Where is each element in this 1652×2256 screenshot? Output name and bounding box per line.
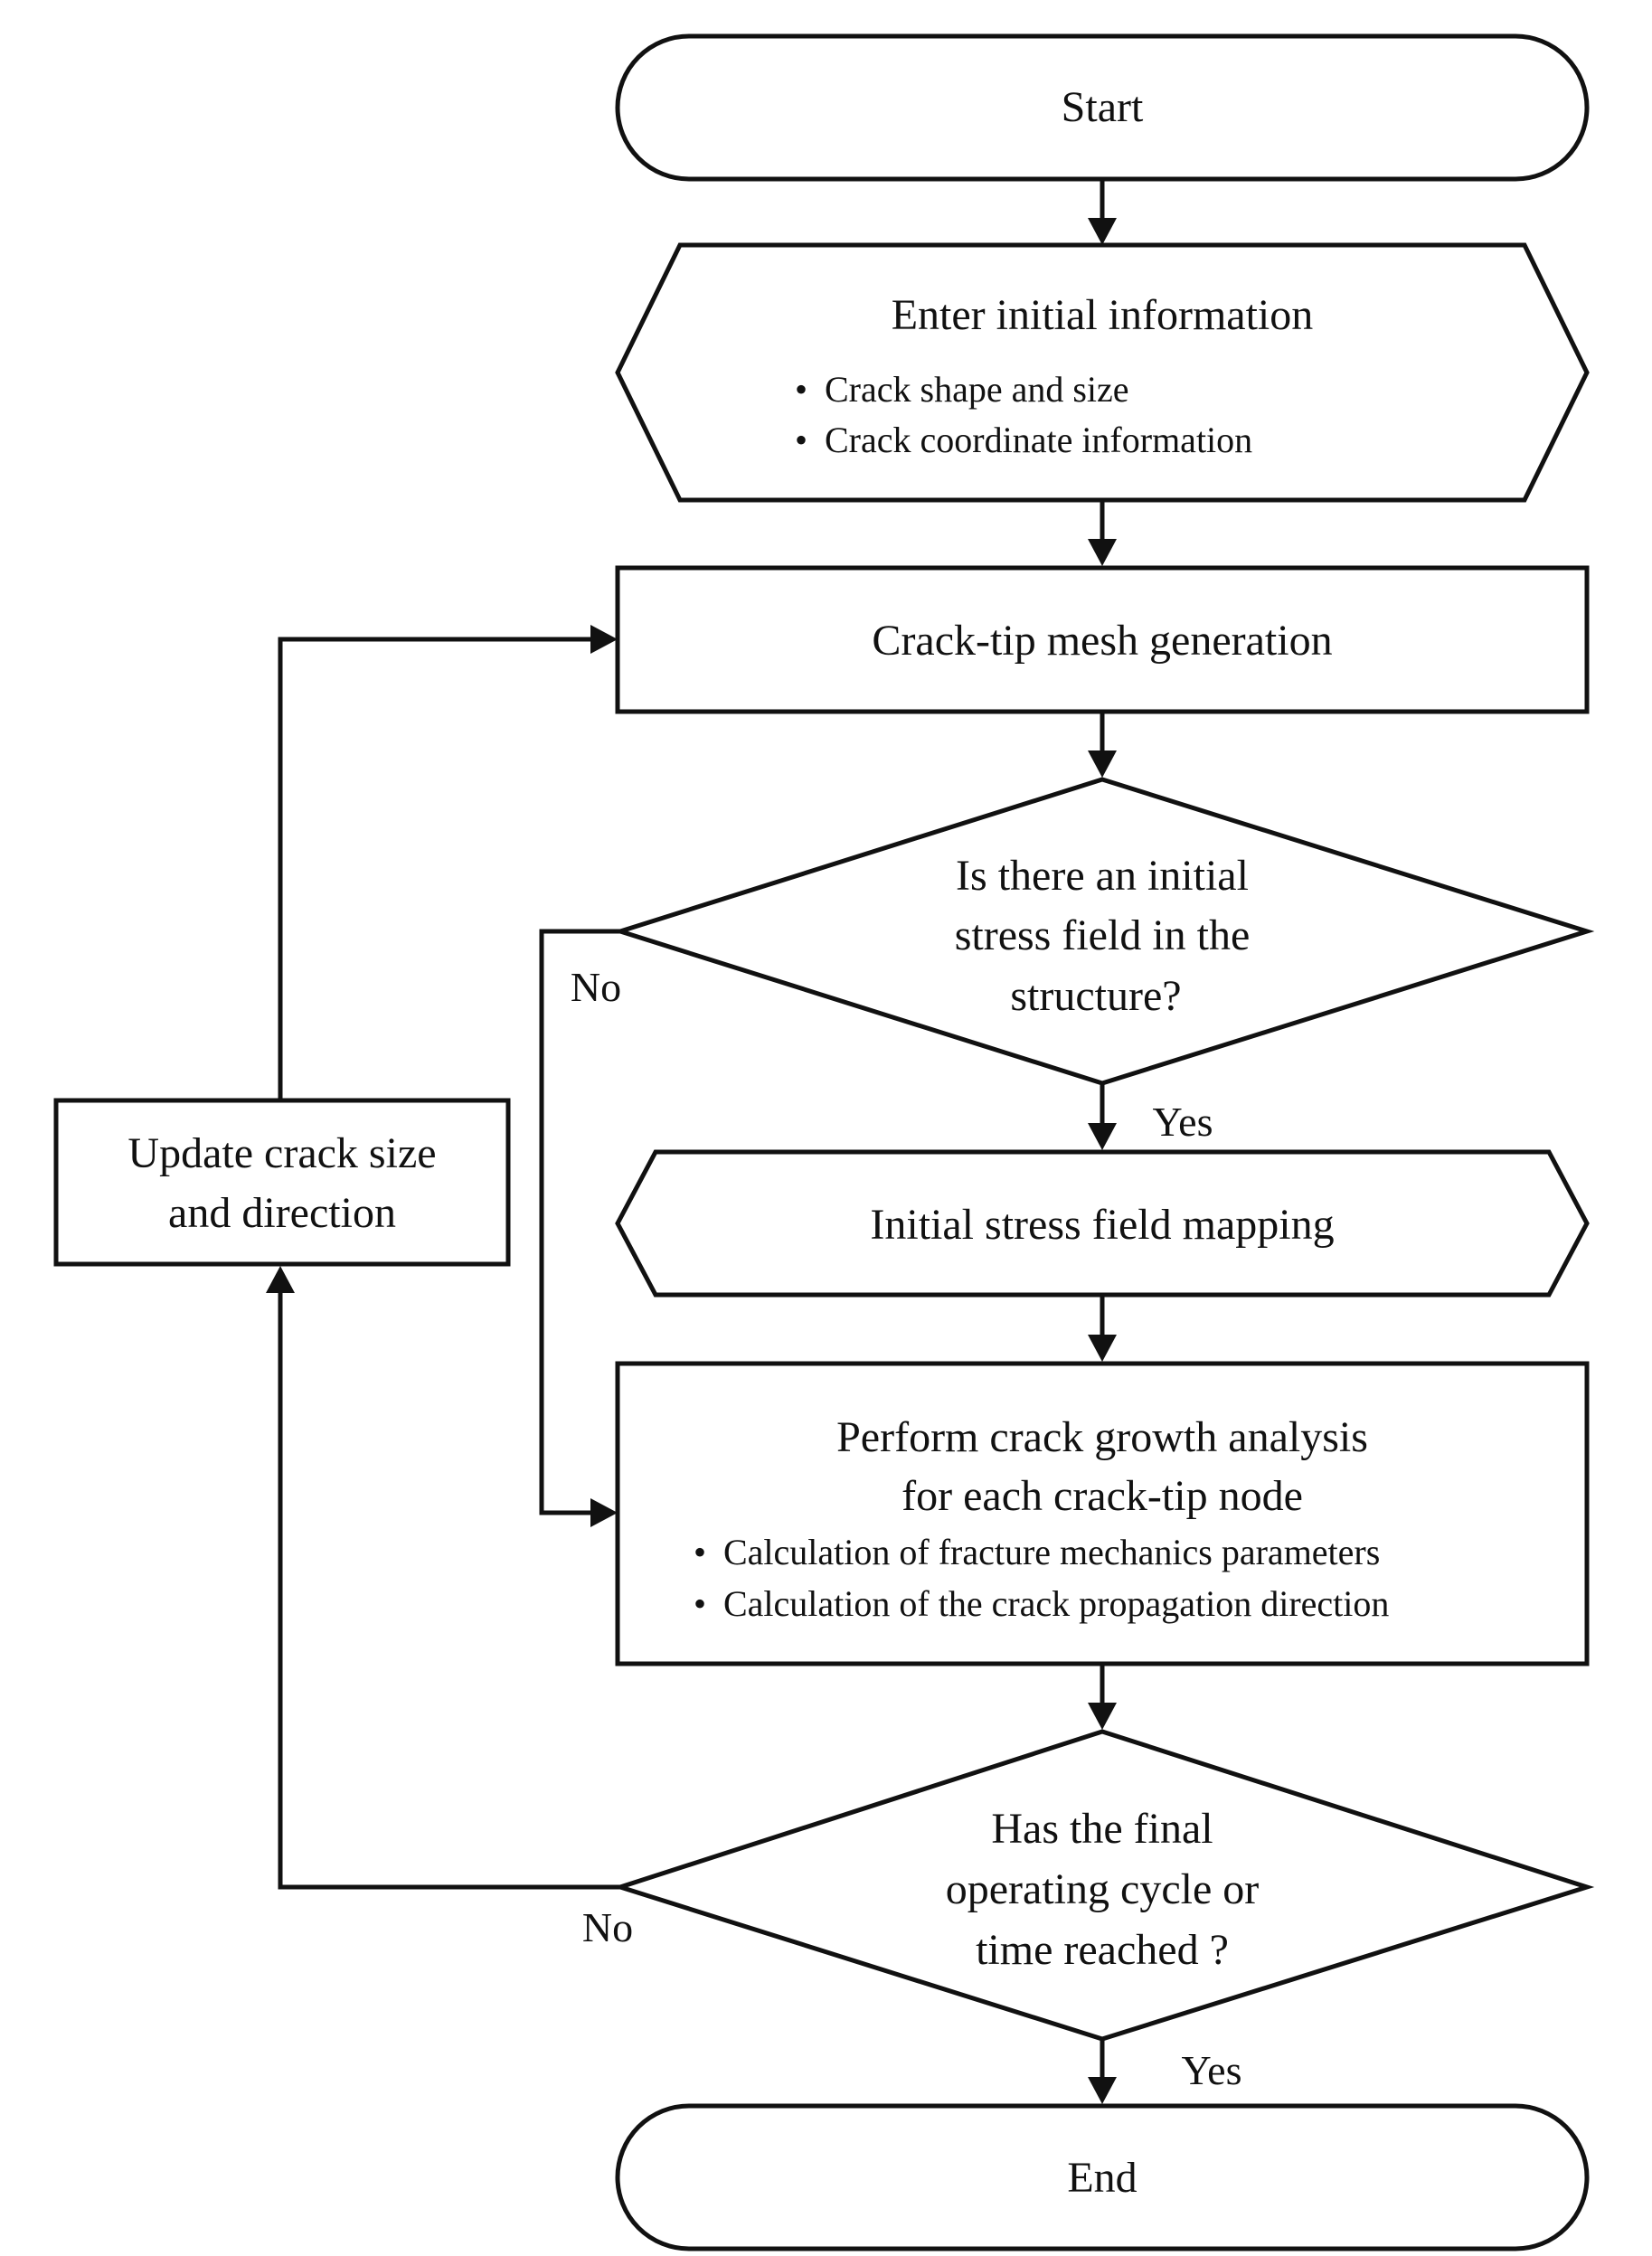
arrowhead-icon <box>1088 1335 1117 1362</box>
mesh-node: Crack-tip mesh generation <box>615 565 1590 714</box>
edge-label-stress-yes: Yes <box>1153 1099 1213 1145</box>
decision-final-line-3: time reached ? <box>976 1926 1229 1974</box>
arrowhead-icon <box>1088 1703 1117 1730</box>
mapping-label: Initial stress field mapping <box>870 1201 1334 1249</box>
analysis-process-shape <box>615 1361 1590 1666</box>
decision-final-line-2: operating cycle or <box>946 1865 1260 1913</box>
mapping-hexagon-shape <box>615 1149 1590 1298</box>
edge-label-stress-no: No <box>571 964 621 1010</box>
decision-final-diamond-shape <box>612 1729 1595 2042</box>
arrow-final-no-to-update <box>278 1291 620 1890</box>
start-label: Start <box>1062 83 1144 131</box>
end-label: End <box>1067 2154 1137 2202</box>
analysis-bullet-2: Calculation of the crack propagation dir… <box>723 1583 1389 1624</box>
enter-info-bullet-1: Crack shape and size <box>825 369 1129 410</box>
mesh-process-shape <box>615 565 1590 714</box>
arrow-decision-no-to-analysis <box>539 929 620 1515</box>
arrowhead-icon <box>1088 750 1117 778</box>
arrowhead-icon <box>1088 2077 1117 2104</box>
decision-final-line-1: Has the final <box>991 1805 1213 1853</box>
arrowhead-icon <box>1088 539 1117 566</box>
analysis-line-1: Perform crack growth analysis <box>836 1413 1368 1461</box>
arrow-update-to-mesh <box>278 637 592 1099</box>
analysis-bullet-1: Calculation of fracture mechanics parame… <box>723 1532 1380 1572</box>
decision-stress-node: Is there an initial stress field in the … <box>612 777 1595 1086</box>
mesh-label: Crack-tip mesh generation <box>872 617 1332 665</box>
mapping-node: Initial stress field mapping <box>615 1149 1590 1298</box>
decision-stress-line-3: structure? <box>1010 972 1181 1020</box>
analysis-line-2: for each crack-tip node <box>902 1472 1303 1520</box>
arrowhead-icon <box>266 1266 295 1293</box>
enter-info-hexagon-shape <box>615 242 1590 503</box>
arrowhead-icon <box>590 1498 618 1527</box>
bullet-glyph: • <box>795 369 807 410</box>
arrowhead-icon <box>1088 1123 1117 1150</box>
start-terminator-shape <box>615 33 1590 182</box>
bullet-glyph: • <box>795 420 807 460</box>
update-process-shape <box>53 1098 511 1267</box>
end-node: End <box>615 2103 1590 2251</box>
bullet-glyph: • <box>694 1532 706 1572</box>
update-node: Update crack size and direction <box>53 1098 511 1267</box>
arrowhead-icon <box>1088 218 1117 245</box>
decision-stress-line-1: Is there an initial <box>956 852 1249 900</box>
arrowhead-icon <box>590 625 618 654</box>
update-line-2: and direction <box>168 1189 396 1237</box>
end-terminator-shape <box>615 2103 1590 2251</box>
enter-info-node: Enter initial information • Crack shape … <box>615 242 1590 503</box>
edge-label-final-yes: Yes <box>1182 2047 1242 2093</box>
decision-final-node: Has the final operating cycle or time re… <box>612 1729 1595 2042</box>
start-node: Start <box>615 33 1590 182</box>
bullet-glyph: • <box>694 1583 706 1624</box>
connectors <box>266 179 1117 2104</box>
decision-stress-diamond-shape <box>612 777 1595 1086</box>
enter-info-title: Enter initial information <box>892 291 1314 339</box>
edge-label-final-no: No <box>582 1904 633 1950</box>
enter-info-bullet-2: Crack coordinate information <box>825 420 1252 460</box>
update-line-1: Update crack size <box>127 1129 436 1177</box>
analysis-node: Perform crack growth analysis for each c… <box>615 1361 1590 1666</box>
decision-stress-line-2: stress field in the <box>955 911 1251 959</box>
